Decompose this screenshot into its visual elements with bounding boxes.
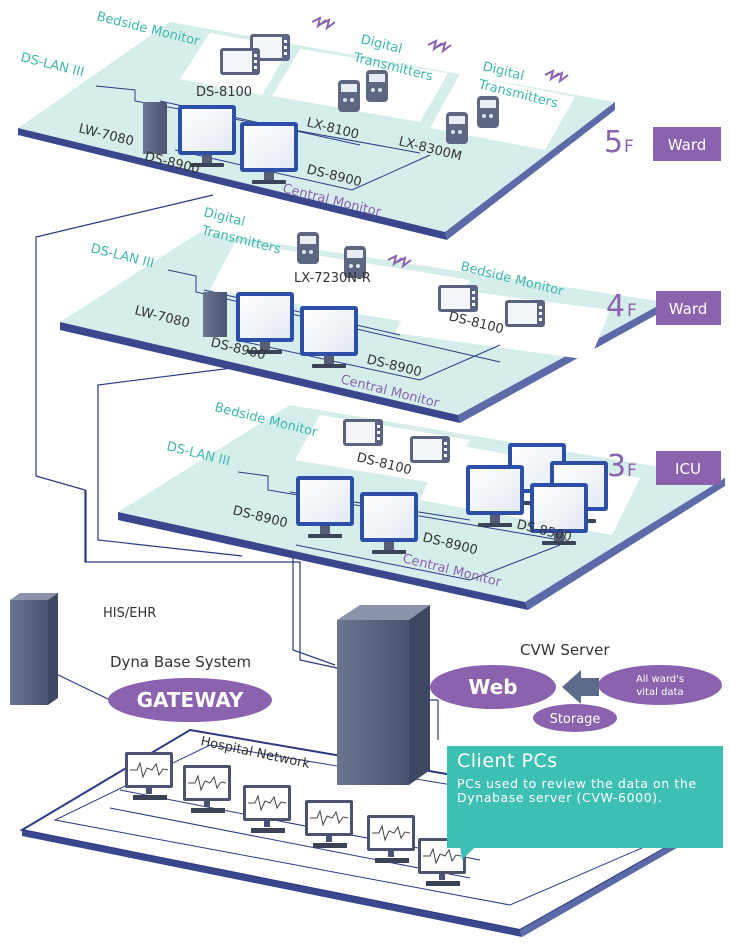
label-5f-dslan: DS-LAN III [19, 50, 85, 80]
callout-title: Client PCs [457, 750, 558, 772]
vital-data-ellipse [598, 665, 722, 705]
icu-3f-text: ICU [675, 460, 701, 478]
label-vital-1: All ward's [636, 674, 684, 685]
floor-3-suffix: F [627, 461, 637, 481]
label-dyna-base: Dyna Base System [110, 653, 251, 671]
client-pcs-callout: Client PCs PCs used to review the data o… [447, 746, 723, 848]
floor-4f [60, 232, 665, 423]
web-ellipse [430, 665, 556, 709]
label-4f-lx7230: LX-7230N-R [294, 271, 371, 286]
label-his-ehr: HIS/EHR [103, 606, 156, 621]
callout-description: PCs used to review the data on the Dynab… [457, 776, 697, 805]
his-ehr-server [10, 600, 48, 705]
arrow-left-icon [562, 670, 599, 704]
floor-4-number: 4 [606, 289, 625, 324]
label-storage: Storage [550, 712, 601, 727]
floor-3f [118, 405, 725, 610]
hospital-network-floor [10, 593, 718, 937]
label-gateway: GATEWAY [137, 688, 244, 712]
storage-ellipse [533, 704, 617, 732]
floor-5-number: 5 [604, 125, 623, 160]
ward-4f-badge [656, 291, 721, 325]
gateway-ellipse [108, 678, 272, 722]
label-4f-dslan: DS-LAN III [89, 241, 155, 271]
ward-5f-badge [653, 127, 721, 161]
dynabase-server [337, 620, 409, 785]
icu-3f-badge [656, 451, 721, 485]
floor-3-number: 3 [607, 449, 626, 484]
floor-5f [18, 16, 615, 240]
label-5f-ds8100: DS-8100 [196, 85, 252, 100]
label-web: Web [468, 675, 517, 699]
floor-5-suffix: F [624, 137, 634, 157]
label-vital-2: vital data [636, 687, 683, 698]
ward-4f-text: Ward [669, 300, 708, 318]
floor-4-suffix: F [627, 301, 637, 321]
ward-5f-text: Ward [668, 136, 707, 154]
floor-badges [653, 127, 721, 485]
label-cvw-server: CVW Server [520, 641, 610, 659]
